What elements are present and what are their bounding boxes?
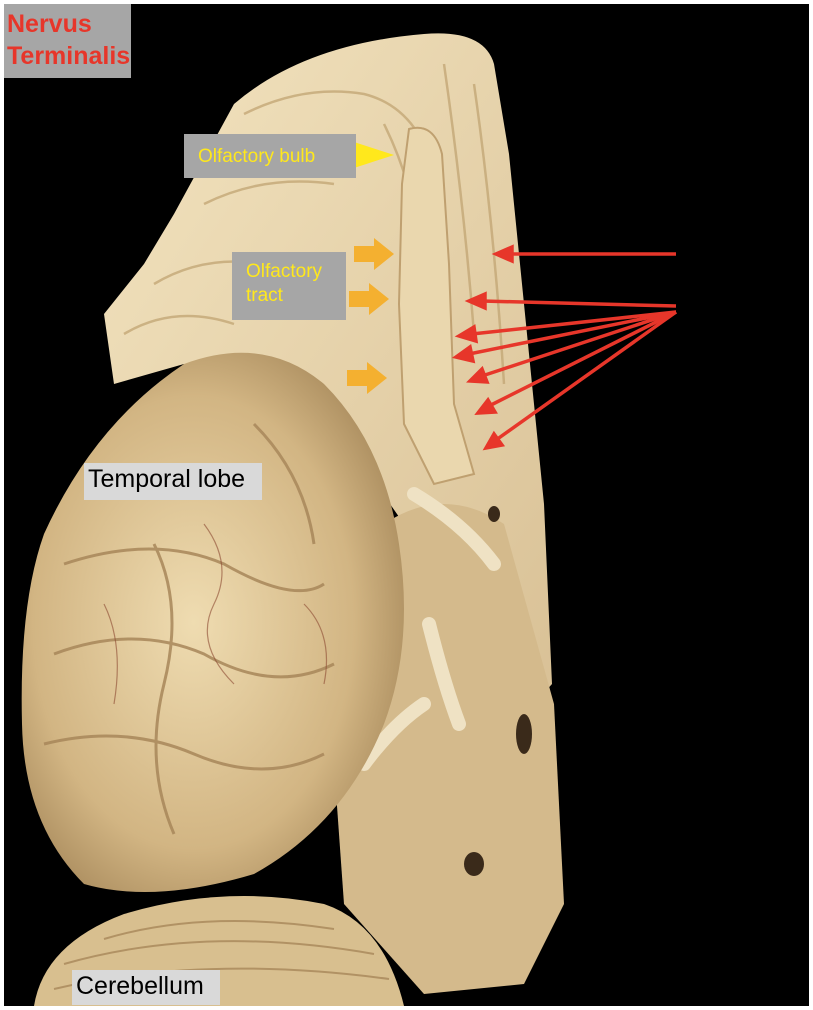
temporal-lobe-label: Temporal lobe <box>84 463 262 500</box>
olfactory-tract-line1: Olfactory <box>246 261 323 282</box>
brain-specimen-photo <box>21 33 564 1006</box>
nervus-terminalis-line1: Nervus <box>7 10 92 38</box>
image-frame: Olfactory bulb Olfactory tract Nervus Te… <box>4 4 809 1006</box>
nervus-terminalis-line2: Terminalis <box>7 42 131 70</box>
olfactory-tract-line2: tract <box>246 284 283 306</box>
olfactory-bulb-label-text: Olfactory bulb <box>198 146 316 167</box>
vessels <box>357 487 501 771</box>
nervus-terminalis-label: Nervus Terminalis <box>4 4 131 78</box>
cerebellum-label: Cerebellum <box>72 970 220 1005</box>
olfactory-tract-shape <box>397 126 476 486</box>
olfactory-bulb-label: Olfactory bulb <box>184 134 356 178</box>
olfactory-tract-label: Olfactory tract <box>232 252 346 320</box>
dark-spots <box>464 506 532 876</box>
temporal-gyri <box>43 422 335 835</box>
blood-vessels-fine <box>103 523 328 705</box>
